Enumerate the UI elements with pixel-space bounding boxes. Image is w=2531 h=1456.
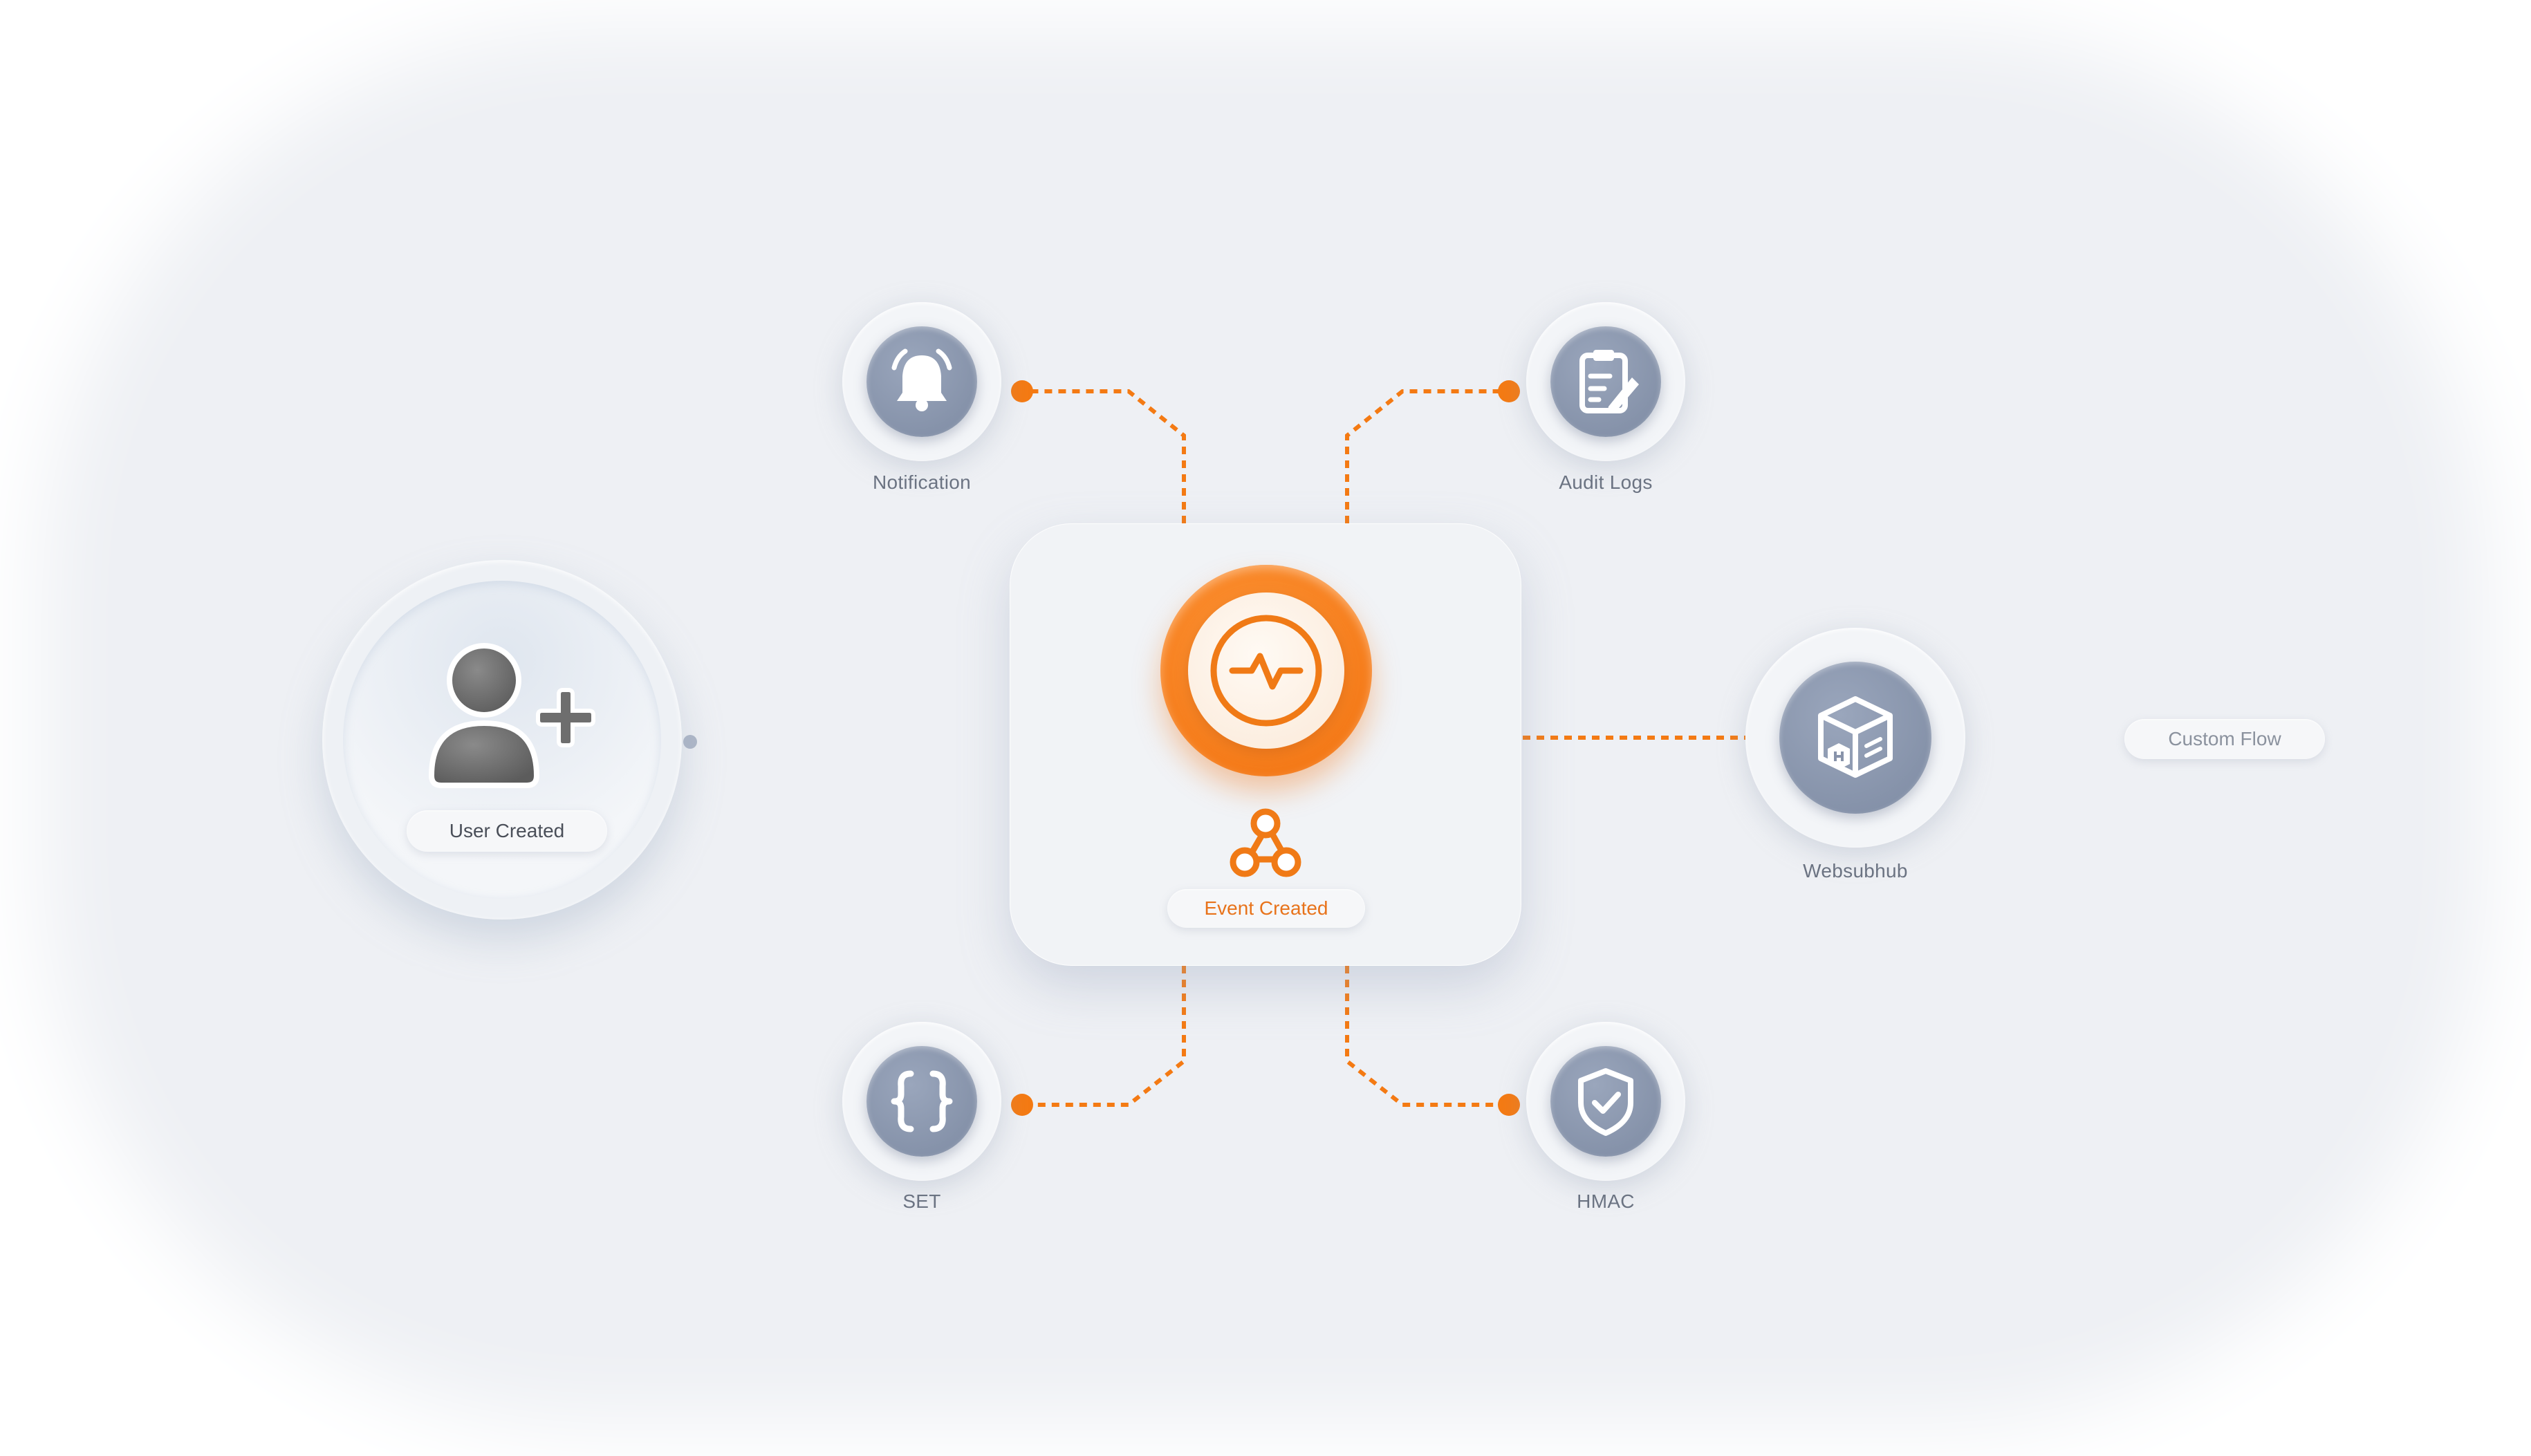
websubhub-disc (1779, 662, 1931, 814)
connector-hub-to-set (1023, 966, 1186, 1107)
connector-port (683, 735, 697, 749)
box-hub-icon (1818, 696, 1893, 778)
audit-logs-disc (1550, 326, 1661, 437)
connector-endpoint-dot (1011, 380, 1033, 402)
notification-label: Notification (872, 472, 972, 493)
user-plus-icon (428, 643, 595, 788)
clipboard-edit-icon (1579, 350, 1639, 413)
set-label: SET (902, 1191, 941, 1212)
activity-pulse-icon (1210, 615, 1322, 727)
connector-hub-to-notification (1023, 389, 1186, 523)
connector-hub-to-hmac (1345, 966, 1508, 1107)
hmac-disc (1550, 1046, 1661, 1157)
custom-flow-pill[interactable]: Custom Flow (2124, 719, 2325, 759)
shield-check-icon (1578, 1068, 1633, 1136)
hmac-label: HMAC (1577, 1191, 1635, 1212)
audit-logs-label: Audit Logs (1559, 472, 1653, 493)
websubhub-label: Websubhub (1803, 860, 1908, 881)
bell-icon (891, 348, 952, 411)
set-disc (866, 1046, 977, 1157)
user-created-label: User Created (407, 810, 607, 852)
connector-endpoint-dot (1498, 380, 1520, 402)
connector-hub-to-audit-logs (1345, 389, 1508, 523)
activity-button-core (1188, 592, 1344, 749)
connector-endpoint-dot (1011, 1094, 1033, 1116)
braces-icon (891, 1070, 953, 1132)
webhook-icon (1230, 808, 1301, 877)
connector-endpoint-dot (1498, 1094, 1520, 1116)
notification-disc (866, 326, 977, 437)
event-created-label: Event Created (1167, 889, 1365, 928)
